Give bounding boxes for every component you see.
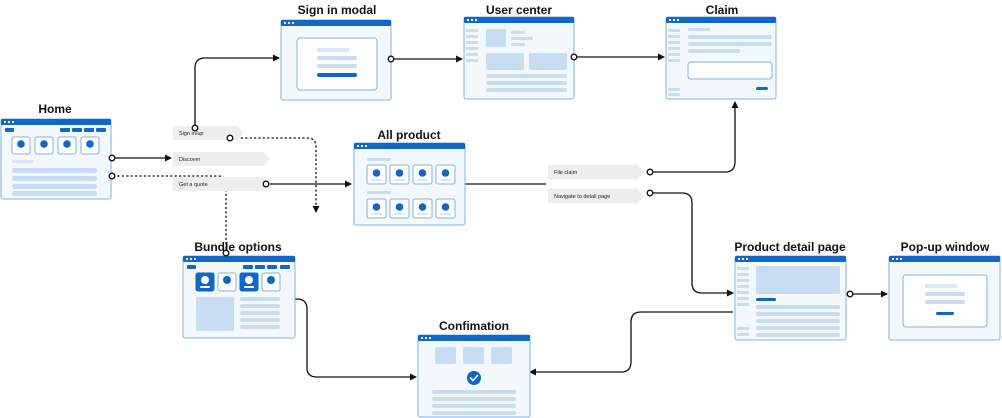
- user-center-title: User center: [486, 3, 552, 17]
- action-discover[interactable]: Discover: [173, 152, 270, 166]
- action-sign-in-up-label: Sign in/up: [179, 131, 203, 137]
- action-get-quote[interactable]: Get a quote: [173, 177, 270, 191]
- screen-product-detail[interactable]: Product detail page: [734, 240, 847, 341]
- sign-in-up-handle: [191, 124, 199, 132]
- product-detail-title: Product detail page: [734, 240, 846, 254]
- sign-in-modal-title: Sign in modal: [298, 3, 377, 17]
- bundle-options-handle: [222, 249, 230, 257]
- file-claim-handle: [646, 168, 654, 176]
- bundle-options-title: Bundle options: [194, 240, 282, 254]
- claim-title: Claim: [706, 3, 739, 17]
- screen-all-product[interactable]: All product: [353, 128, 466, 226]
- screen-home[interactable]: Home: [0, 102, 112, 200]
- navigate-detail-handle: [646, 189, 654, 197]
- connector-file-claim-claim: [651, 101, 739, 173]
- action-sign-in-up[interactable]: Sign in/up: [173, 126, 243, 140]
- screen-sign-in-modal[interactable]: Sign in modal: [280, 3, 392, 101]
- screen-confirmation[interactable]: Confimation: [417, 319, 531, 418]
- action-navigate-detail-label: Navigate to detail page: [554, 194, 610, 200]
- bundle-option-cards: [195, 272, 281, 292]
- all-product-cards-row-1: [366, 164, 456, 185]
- get-quote-handle: [262, 180, 270, 188]
- all-product-cards-row-2: [366, 198, 456, 219]
- connector-dotted-signin: [232, 137, 320, 213]
- action-discover-label: Discover: [179, 157, 201, 163]
- sign-in-up-dotted-handle: [226, 134, 234, 142]
- connector-bundle-confirmation: [295, 298, 417, 381]
- sign-in-modal-handle: [387, 55, 395, 63]
- all-product-title: All product: [377, 128, 440, 142]
- action-file-claim-label: File claim: [554, 170, 578, 176]
- screen-user-center[interactable]: User center: [463, 3, 575, 100]
- product-detail-handle: [846, 290, 854, 298]
- screen-claim[interactable]: Claim: [665, 3, 777, 100]
- screen-bundle-options[interactable]: Bundle options: [182, 240, 296, 339]
- user-center-handle: [570, 53, 578, 61]
- connector-navigate-detail: [650, 192, 734, 297]
- check-icon: [467, 371, 481, 385]
- home-bundle-handle: [108, 172, 116, 180]
- popup-window-title: Pop-up window: [901, 240, 990, 254]
- screen-popup-window[interactable]: Pop-up window: [888, 240, 1001, 341]
- connector-detail-confirmation: [529, 311, 733, 376]
- connector-signin-modal: [194, 54, 280, 128]
- action-navigate-detail[interactable]: Navigate to detail page: [548, 189, 644, 203]
- action-file-claim[interactable]: File claim: [548, 165, 644, 179]
- action-get-quote-label: Get a quote: [179, 182, 208, 188]
- confirmation-title: Confimation: [439, 319, 509, 333]
- home-discover-handle: [108, 154, 116, 162]
- home-product-cards: [11, 136, 100, 155]
- home-title: Home: [38, 102, 72, 116]
